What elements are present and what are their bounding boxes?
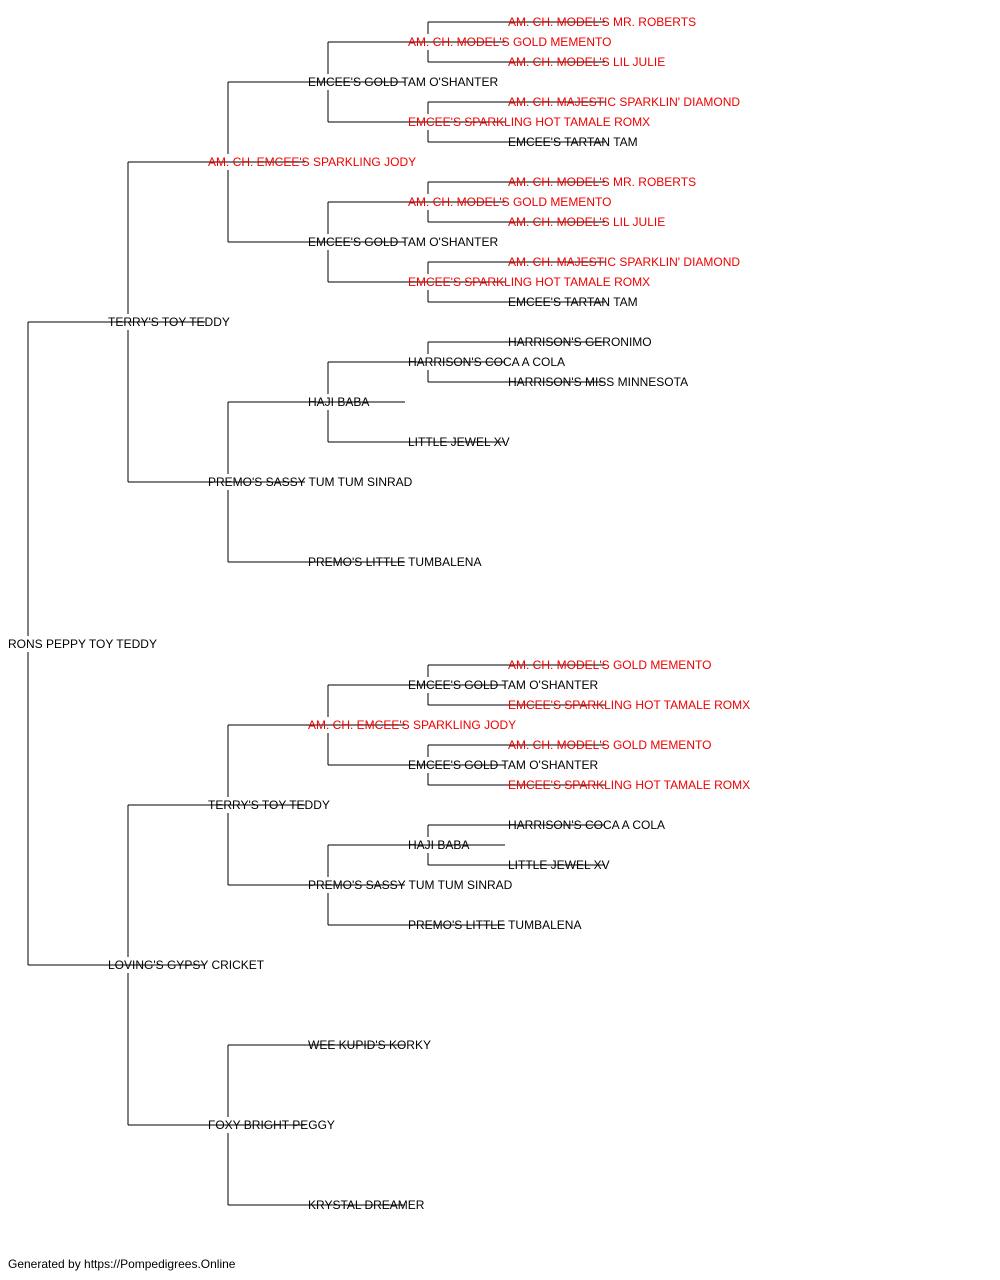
dog-name: AM. CH. MODEL'S LIL JULIE (508, 55, 666, 69)
dog-name: HARRISON'S COCA A COLA (508, 818, 666, 832)
dog-name: KRYSTAL DREAMER (308, 1198, 425, 1212)
dog-name: LITTLE JEWEL XV (408, 435, 510, 449)
dog-name: AM. CH. MAJESTIC SPARKLIN' DIAMOND (508, 95, 741, 109)
dog-name: RONS PEPPY TOY TEDDY (8, 637, 157, 651)
dog-name: EMCEE'S TARTAN TAM (508, 295, 638, 309)
dog-name: HAJI BABA (308, 395, 370, 409)
dog-name: EMCEE'S GOLD TAM O'SHANTER (308, 75, 499, 89)
dog-name: TERRY'S TOY TEDDY (108, 315, 230, 329)
dog-name: EMCEE'S GOLD TAM O'SHANTER (308, 235, 499, 249)
dog-name: AM. CH. MODEL'S GOLD MEMENTO (508, 738, 712, 752)
dog-name: AM. CH. MODEL'S GOLD MEMENTO (508, 658, 712, 672)
dog-name: AM. CH. MODEL'S GOLD MEMENTO (408, 195, 612, 209)
dog-name: EMCEE'S GOLD TAM O'SHANTER (408, 758, 599, 772)
dog-name: HARRISON'S MISS MINNESOTA (508, 375, 689, 389)
dog-name: AM. CH. EMCEE'S SPARKLING JODY (308, 718, 517, 732)
dog-name: FOXY BRIGHT PEGGY (208, 1118, 335, 1132)
dog-name: AM. CH. MODEL'S MR. ROBERTS (508, 15, 697, 29)
dog-name: EMCEE'S SPARKLING HOT TAMALE ROMX (508, 778, 751, 792)
dog-name: EMCEE'S TARTAN TAM (508, 135, 638, 149)
dog-name: EMCEE'S SPARKLING HOT TAMALE ROMX (408, 275, 651, 289)
dog-name: AM. CH. EMCEE'S SPARKLING JODY (208, 155, 417, 169)
footer-credit: Generated by https://Pompedigrees.Online (8, 1257, 236, 1271)
dog-name: PREMO'S LITTLE TUMBALENA (408, 918, 582, 932)
dog-name: HARRISON'S COCA A COLA (408, 355, 566, 369)
dog-name: EMCEE'S SPARKLING HOT TAMALE ROMX (508, 698, 751, 712)
dog-name: AM. CH. MAJESTIC SPARKLIN' DIAMOND (508, 255, 741, 269)
dog-name: PREMO'S LITTLE TUMBALENA (308, 555, 482, 569)
dog-name: PREMO'S SASSY TUM TUM SINRAD (208, 475, 413, 489)
dog-name: PREMO'S SASSY TUM TUM SINRAD (308, 878, 513, 892)
dog-name: WEE KUPID'S KORKY (308, 1038, 431, 1052)
dog-name: AM. CH. MODEL'S GOLD MEMENTO (408, 35, 612, 49)
dog-name: AM. CH. MODEL'S LIL JULIE (508, 215, 666, 229)
dog-name: EMCEE'S GOLD TAM O'SHANTER (408, 678, 599, 692)
dog-name: TERRY'S TOY TEDDY (208, 798, 330, 812)
dog-name: LITTLE JEWEL XV (508, 858, 610, 872)
dog-name: HARRISON'S GERONIMO (508, 335, 652, 349)
dog-name: HAJI BABA (408, 838, 470, 852)
dog-name: AM. CH. MODEL'S MR. ROBERTS (508, 175, 697, 189)
dog-name: EMCEE'S SPARKLING HOT TAMALE ROMX (408, 115, 651, 129)
dog-name: LOVING'S GYPSY CRICKET (108, 958, 265, 972)
